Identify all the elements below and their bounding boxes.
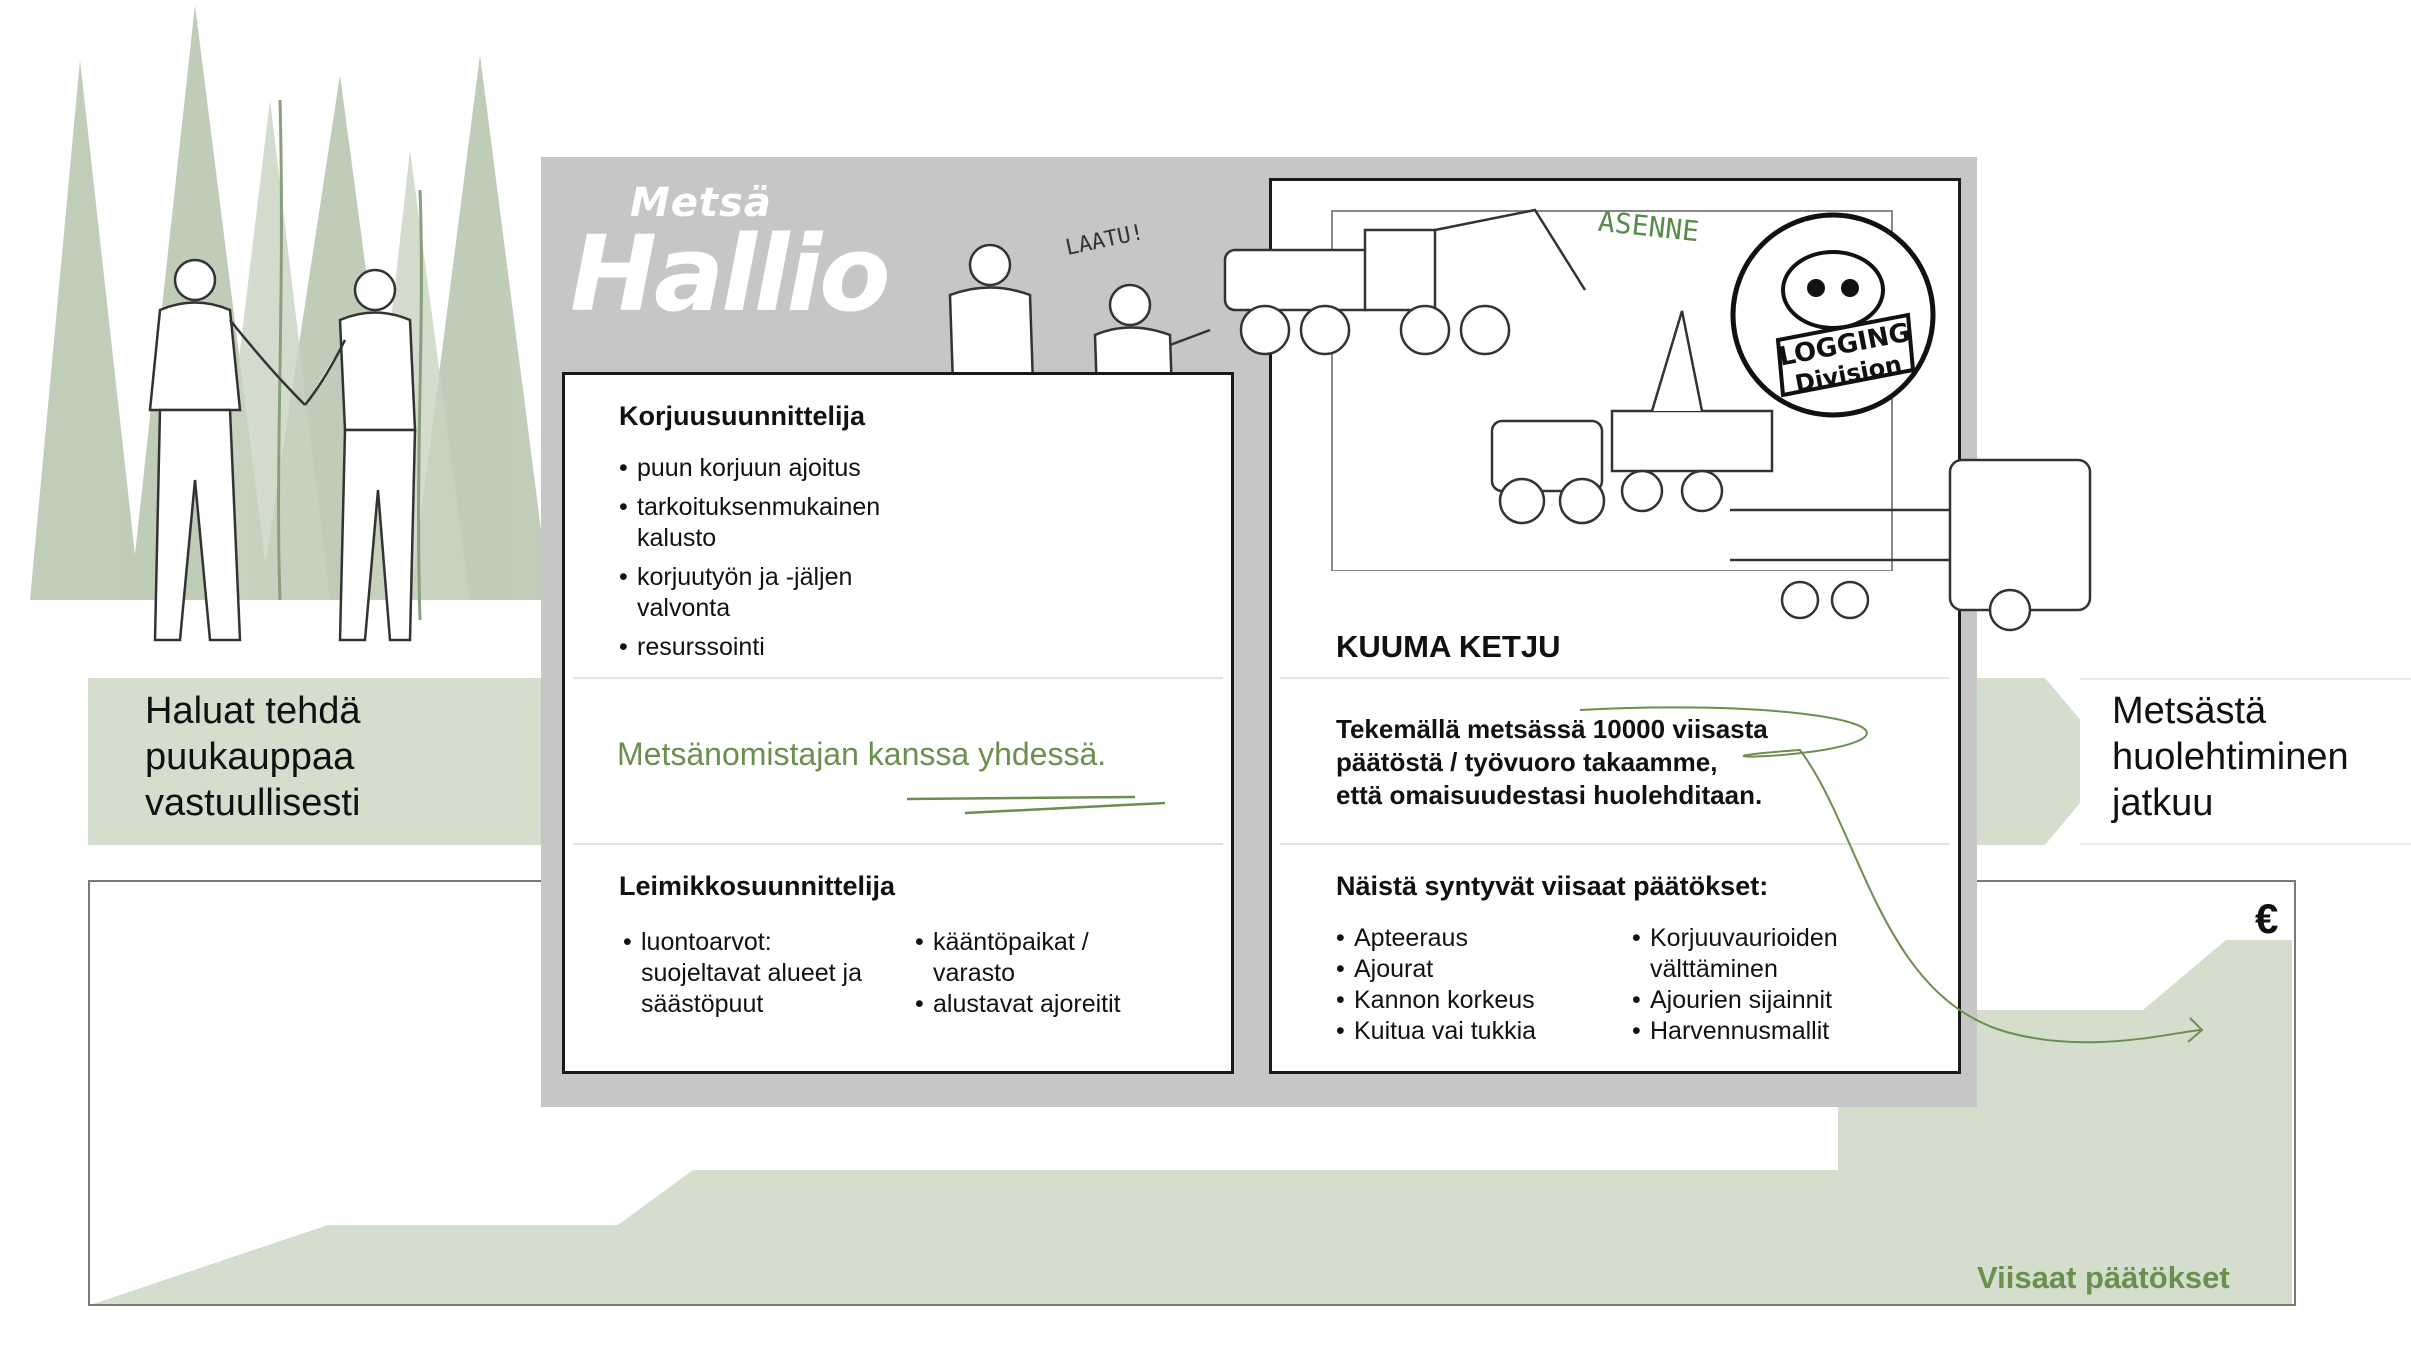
decisions-col1: •Apteeraus •Ajourat •Kannon korkeus •Kui… — [1336, 924, 1537, 1045]
divider — [1280, 677, 1950, 679]
handshake-illustration — [148, 258, 417, 642]
chart-label: Viisaat päätökset — [1977, 1260, 2230, 1295]
timber-truck-illustration — [1730, 458, 2092, 632]
hot-chain-title: KUUMA KETJU — [1336, 629, 1561, 664]
marking-planner-col2: •kääntöpaikat / varasto •alustavat ajore… — [915, 928, 1121, 1018]
connector-arrow — [1579, 706, 2204, 1044]
harvest-planner-list: •puun korjuun ajoitus •tarkoituksenmukai… — [619, 453, 919, 663]
planner-card: Korjuusuunnittelija •puun korjuun ajoitu… — [562, 372, 1234, 1074]
decisions-col2: •Korjuuvaurioiden välttäminen •Ajourien … — [1632, 924, 1838, 1045]
divider — [573, 843, 1223, 845]
list-item: •puun korjuun ajoitus — [619, 454, 861, 482]
divider — [573, 677, 1223, 679]
logging-division-badge: LOGGING Division — [1730, 212, 1936, 418]
harvester-illustration — [1223, 208, 1587, 356]
harvest-planner-title: Korjuusuunnittelija — [619, 401, 865, 431]
hot-chain-statement: Tekemällä metsässä 10000 viisasta päätös… — [1336, 714, 1768, 810]
divider — [1280, 843, 1950, 845]
decisions-title: Näistä syntyvät viisaat päätökset: — [1336, 871, 1769, 901]
decisions-growth-area — [93, 940, 2292, 1304]
brand-logo: Metsä Hallio — [570, 180, 891, 335]
marking-planner-title: Leimikkosuunnittelija — [619, 871, 896, 901]
marking-planner-col1: •luontoarvot: suojeltavat alueet ja sääs… — [623, 928, 862, 1018]
right-band-white — [2080, 678, 2411, 845]
machinery-illustration — [1331, 210, 1893, 571]
currency-symbol: € — [2255, 895, 2279, 942]
underline-scribble — [906, 795, 1166, 815]
list-item: •resurssointi — [619, 633, 765, 661]
together-tagline: Metsänomistajan kanssa yhdessä. — [617, 736, 1107, 772]
